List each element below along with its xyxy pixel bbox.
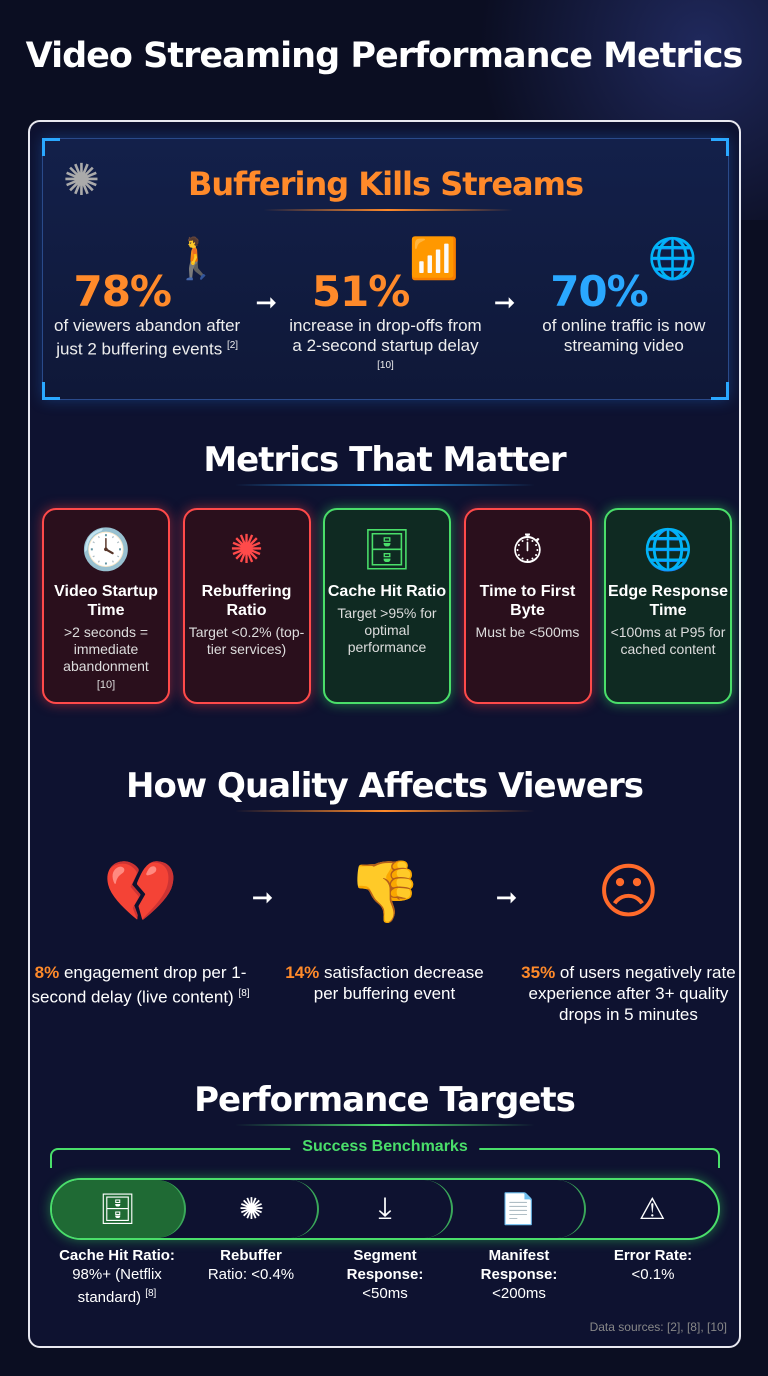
metric-card-startup: 🕓Video Startup Time>2 seconds = immediat…	[42, 508, 170, 704]
spinner-bars-icon: ✺	[229, 528, 264, 572]
quality-item-satisfaction: 👎14% satisfaction decrease per buffering…	[274, 822, 494, 1004]
globe-video-icon: 🌐	[647, 237, 698, 281]
target-cache: Cache Hit Ratio:98%+ (Netflix standard) …	[59, 1247, 175, 1306]
broken-heart-chart-icon: 💔	[103, 858, 178, 925]
benchmarks-pill: 🗄 ✺ ⤓ 📄 ⚠	[50, 1178, 720, 1240]
target-segment: Segment Response:<50ms	[346, 1247, 424, 1302]
loading-spinner-icon: ✺	[63, 156, 100, 205]
arrow-right-icon: ➞	[255, 287, 278, 317]
stat-traffic: 70%🌐 of online traffic is now streaming …	[542, 237, 706, 355]
benchmarks-banner: Success Benchmarks	[50, 1138, 720, 1168]
main-panel: ✺ Buffering Kills Streams 78%🚶 of viewer…	[28, 120, 741, 1348]
server-check-icon: 🗄	[52, 1180, 186, 1238]
stat-dropoff: 51%📶 increase in drop-offs from a 2-seco…	[289, 237, 482, 371]
rising-chart-clock-icon: 📶	[409, 237, 460, 281]
warning-x-icon: ⚠	[638, 1192, 666, 1226]
hero-title: Buffering Kills Streams	[188, 165, 584, 203]
sad-face-thumbs-down-icon: 👎	[347, 858, 422, 925]
metric-card-edge: 🌐Edge Response Time<100ms at P95 for cac…	[604, 508, 732, 704]
page-title: Video Streaming Performance Metrics	[25, 36, 744, 76]
stat-abandon: 78%🚶 of viewers abandon after just 2 buf…	[54, 237, 241, 359]
hero-section: ✺ Buffering Kills Streams 78%🚶 of viewer…	[42, 138, 729, 400]
data-sources: Data sources: [2], [8], [10]	[589, 1320, 727, 1334]
quality-item-engagement: 💔8% engagement drop per 1-second delay (…	[31, 822, 251, 1008]
download-clock-icon: ⤓	[319, 1180, 453, 1238]
stopwatch-icon: ⏱	[511, 528, 544, 572]
server-check-icon: 🗄	[361, 528, 413, 572]
metrics-heading: Metrics That Matter	[30, 440, 739, 486]
clock-x-icon: 🕓	[81, 528, 131, 572]
quality-item-rating: ☹35% of users negatively rate experience…	[518, 822, 738, 1025]
target-manifest: Manifest Response:<200ms	[480, 1247, 558, 1302]
document-clock-icon: 📄	[453, 1180, 587, 1238]
globe-network-icon: 🌐	[643, 528, 693, 572]
quality-heading: How Quality Affects Viewers	[30, 766, 739, 812]
arrow-right-icon: ➞	[495, 882, 518, 912]
spinner-x-icon: ✺	[186, 1180, 320, 1238]
arrow-right-icon: ➞	[493, 287, 516, 317]
abandon-screen-icon: 🚶	[171, 237, 221, 281]
targets-heading: Performance Targets	[30, 1080, 739, 1126]
user-rating-icon: ☹	[597, 858, 660, 925]
target-error: Error Rate:<0.1%	[613, 1247, 693, 1283]
arrow-right-icon: ➞	[251, 882, 274, 912]
